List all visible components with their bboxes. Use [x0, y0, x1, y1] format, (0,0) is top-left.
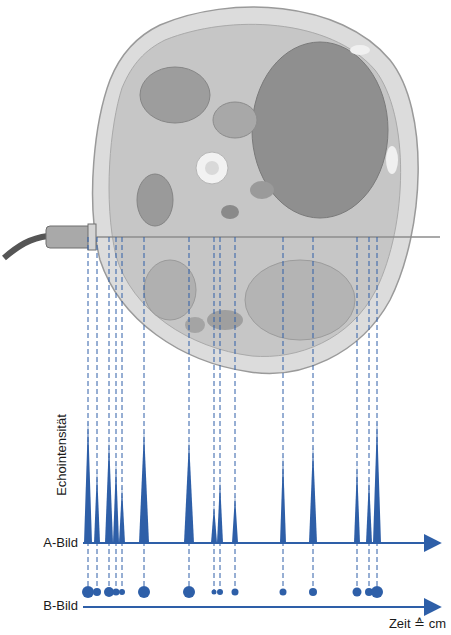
echo-dot [93, 588, 101, 596]
echo-spike [105, 440, 113, 543]
a-mode-spikes [84, 420, 381, 543]
body-wall [109, 24, 401, 356]
transducer-head [88, 224, 96, 250]
b-mode-dots [82, 586, 383, 598]
vertebra [205, 161, 219, 175]
echo-spike [309, 445, 317, 543]
vertebra [196, 152, 228, 184]
echo-spike [113, 462, 119, 543]
echo-spike [84, 420, 92, 543]
echo-spike [211, 505, 217, 543]
b-mode-axis [83, 606, 440, 608]
transducer [46, 226, 94, 248]
echo-spike [184, 440, 194, 543]
organ [144, 260, 196, 320]
echo-dot [82, 586, 94, 598]
echo-spike [366, 478, 372, 543]
kidney [137, 174, 173, 226]
echo-spike [94, 470, 100, 543]
echo-spike [373, 420, 381, 543]
echo-dot [217, 589, 223, 595]
echo-dot [371, 586, 383, 598]
echo-spike [354, 465, 360, 543]
organ [213, 102, 257, 138]
rib [386, 146, 398, 174]
rib [350, 45, 370, 55]
echo-dot [183, 586, 195, 598]
axis-label: Zeit ≙ cm [389, 616, 446, 632]
ultrasound-beam [96, 236, 440, 238]
organ [140, 67, 210, 123]
echo-dot [309, 588, 317, 596]
a-mode-axis [83, 542, 440, 544]
echo-spike [232, 495, 238, 543]
echo-spike [217, 480, 223, 543]
echo-dot [280, 589, 287, 596]
axis-title: Echointensität [54, 414, 70, 496]
echo-dot [119, 589, 125, 595]
vessel [250, 181, 274, 199]
echo-dot [138, 586, 150, 598]
echo-spike [280, 455, 286, 543]
projection-lines [88, 237, 377, 592]
echo-dot [113, 589, 120, 596]
echo-dot [232, 589, 239, 596]
bowel [207, 310, 243, 330]
axis-label: B-Bild [43, 598, 78, 614]
echo-dot [353, 588, 362, 597]
echo-dot [212, 590, 217, 595]
transducer-cable [4, 236, 48, 258]
vessel [221, 205, 239, 219]
organ [245, 260, 355, 340]
echo-spike [139, 430, 149, 543]
echo-spike [119, 486, 125, 543]
bowel [185, 317, 205, 333]
axis-label: A-Bild [43, 535, 78, 551]
